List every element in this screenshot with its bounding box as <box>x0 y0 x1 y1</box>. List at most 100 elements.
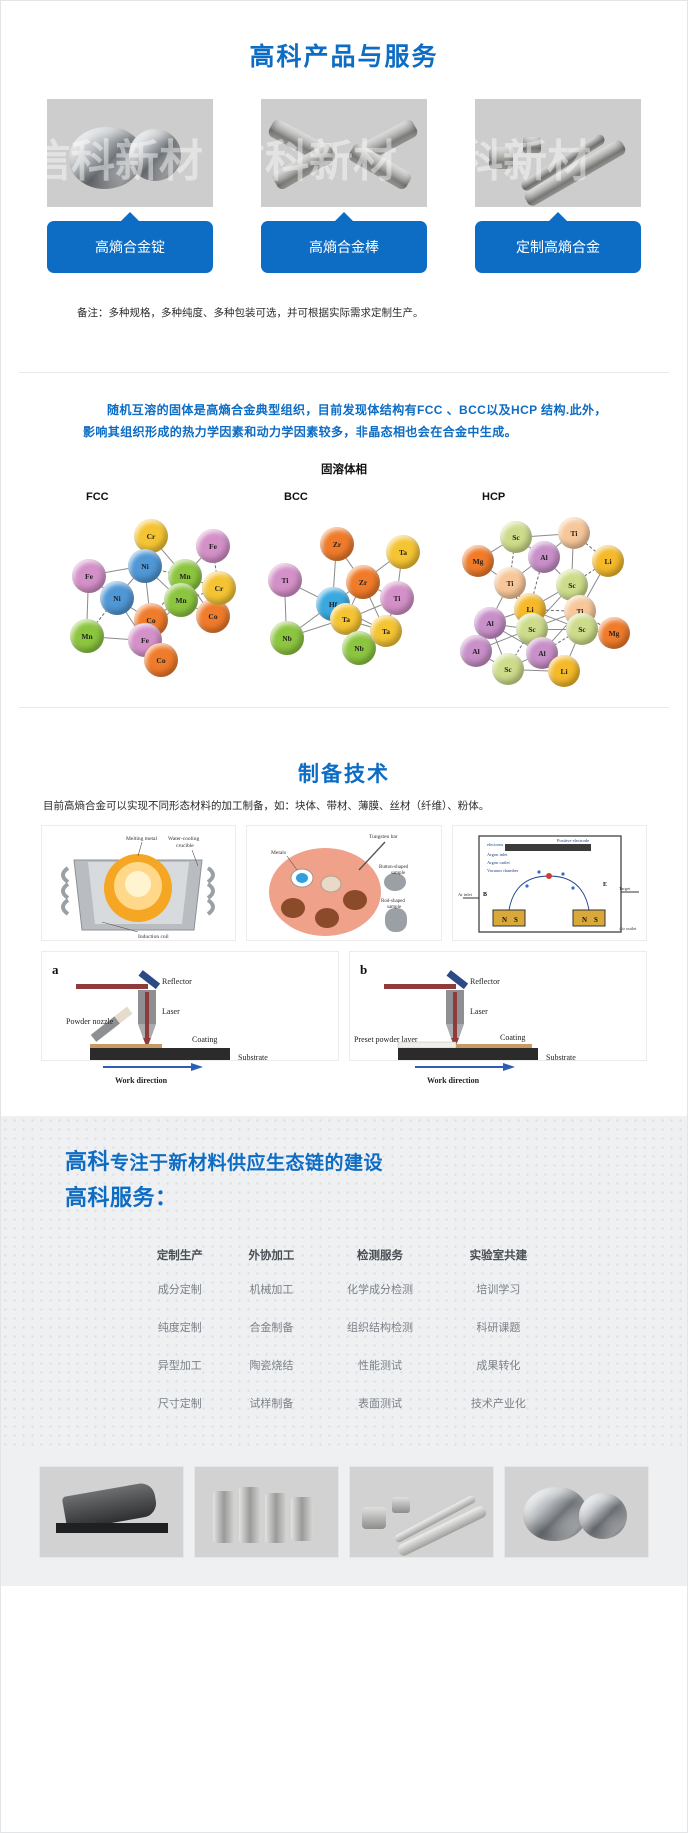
lattice-atom: Sc <box>500 521 532 553</box>
svg-text:Coating: Coating <box>500 1033 525 1042</box>
lattice-atom: Cr <box>202 571 236 605</box>
lattice-atom: Al <box>460 635 492 667</box>
structure-section: 随机互溶的固体是高熵合金典型组织，目前发现体结构有FCC 、BCC以及HCP 结… <box>1 399 687 687</box>
lattice-atom: Co <box>196 599 230 633</box>
lattice-atom: Ta <box>330 603 362 635</box>
svg-text:S: S <box>514 916 518 924</box>
brand-name: 高科 <box>65 1149 111 1174</box>
product-card[interactable]: 信科新材 定制高熵合金 <box>475 99 641 273</box>
product-label[interactable]: 高熵合金棒 <box>261 212 427 273</box>
table-column-header: 检测服务 <box>357 1250 404 1262</box>
service-headline-2: 高科服务： <box>65 1185 178 1210</box>
lattice-atom: Zr <box>320 527 354 561</box>
gallery-row <box>25 1466 663 1558</box>
table-cell: 尺寸定制 <box>157 1398 202 1410</box>
lattice-atom: Zr <box>346 565 380 599</box>
svg-text:Laser: Laser <box>470 1007 488 1016</box>
svg-text:Work direction: Work direction <box>427 1076 480 1085</box>
lattice-atom: Ti <box>380 581 414 615</box>
product-label[interactable]: 高熵合金锭 <box>47 212 213 273</box>
diagram-sputtering-chamber: N S N S electrons Positive electrode <box>451 825 647 941</box>
gallery-item[interactable] <box>194 1466 339 1558</box>
svg-text:Target: Target <box>619 886 631 891</box>
lattice-atom: Mn <box>164 583 198 617</box>
table-cell: 试样制备 <box>249 1398 294 1410</box>
page-title: 高科产品与服务 <box>249 43 439 71</box>
lattice-label: HCP <box>482 491 506 503</box>
table-cell: 成果转化 <box>476 1360 521 1372</box>
table-column-header: 定制生产 <box>156 1250 203 1262</box>
svg-text:Reflector: Reflector <box>162 977 192 986</box>
dot-pattern-background <box>1 1116 687 1448</box>
svg-text:N: N <box>582 916 587 924</box>
table-cell: 科研课题 <box>476 1322 521 1334</box>
product-image-rod: 信科新材 <box>261 99 427 207</box>
preparation-desc: 目前高熵合金可以实现不同形态材料的加工制备，如：块体、带材、薄膜、丝材（纤维）、… <box>43 800 490 812</box>
svg-text:Work direction: Work direction <box>115 1076 168 1085</box>
lattice-atom: Ni <box>128 549 162 583</box>
gallery-item[interactable] <box>39 1466 184 1558</box>
svg-text:Metals: Metals <box>271 850 286 856</box>
svg-text:sample: sample <box>391 871 406 876</box>
svg-text:crucible: crucible <box>176 843 194 849</box>
lattice-atom: Sc <box>566 613 598 645</box>
gallery-item[interactable] <box>504 1466 649 1558</box>
table-cell: 性能测试 <box>358 1360 403 1372</box>
lattice-atom: Cr <box>134 519 168 553</box>
table-column-header: 外协加工 <box>248 1250 295 1262</box>
product-image-ingot: 信科新材 <box>47 99 213 207</box>
svg-text:S: S <box>594 916 598 924</box>
svg-text:Rod-shaped: Rod-shaped <box>381 899 405 904</box>
lattice-atom: Ti <box>494 567 526 599</box>
lattice-atom: Mn <box>70 619 104 653</box>
preparation-title: 制备技术 <box>298 763 390 786</box>
table-row: 成分定制 机械加工 化学成分检测 培训学习 <box>134 1270 554 1308</box>
lattice-atom: Nb <box>270 621 304 655</box>
svg-text:sample: sample <box>387 905 402 910</box>
product-card-row: 信科新材 高熵合金锭 信科新材 高熵合金棒 <box>25 99 663 273</box>
svg-text:Reflector: Reflector <box>470 977 500 986</box>
diagram-induction-furnace: Melting metal Water-cooling crucible Ind… <box>41 825 237 941</box>
products-section: 高科产品与服务 信科新材 高熵合金锭 信科新材 高熵合金棒 <box>1 1 687 346</box>
lattice-atom: Li <box>592 545 624 577</box>
diagram-arc-melting: Metals Tungsten bar Button-shaped sample… <box>246 825 442 941</box>
diagram-laser-cladding-b: b Reflector Laser Preset powder layer Co… <box>349 951 647 1061</box>
svg-text:E: E <box>603 882 607 888</box>
svg-text:Water-cooling: Water-cooling <box>168 836 199 842</box>
table-header-row: 定制生产 外协加工 检测服务 实验室共建 <box>134 1240 554 1270</box>
lattice-bond <box>532 629 582 630</box>
lattice-atom: Al <box>474 607 506 639</box>
lattice-atom: Li <box>548 655 580 687</box>
lattice-atom: Al <box>528 541 560 573</box>
structure-subtitle: 固溶体相 <box>321 464 367 476</box>
table-row: 纯度定制 合金制备 组织结构检测 科研课题 <box>134 1308 554 1346</box>
service-headline: 高科专注于新材料供应生态链的建设 <box>25 1144 663 1176</box>
svg-text:Argon outlet: Argon outlet <box>487 860 511 865</box>
work-direction-row: Work direction Work direction <box>25 1061 663 1092</box>
svg-text:b: b <box>360 962 367 977</box>
lattice-atom: Fe <box>196 529 230 563</box>
divider <box>19 372 669 373</box>
gallery-item[interactable] <box>349 1466 494 1558</box>
service-section: 高科专注于新材料供应生态链的建设 高科服务： 定制生产 外协加工 检测服务 实验… <box>1 1116 687 1448</box>
service-headline-rest: 专注于新材料供应生态链的建设 <box>110 1153 384 1174</box>
lattice-atom: Ta <box>386 535 420 569</box>
preparation-diagram-row-2: a Reflector Laser Powder nozzle <box>25 941 663 1061</box>
product-label[interactable]: 定制高熵合金 <box>475 212 641 273</box>
product-card[interactable]: 信科新材 高熵合金锭 <box>47 99 213 273</box>
table-cell: 合金制备 <box>249 1322 294 1334</box>
table-cell: 培训学习 <box>476 1284 521 1296</box>
product-card[interactable]: 信科新材 高熵合金棒 <box>261 99 427 273</box>
svg-text:Preset powder layer: Preset powder layer <box>354 1035 418 1044</box>
table-row: 异型加工 陶瓷烧结 性能测试 成果转化 <box>134 1346 554 1384</box>
table-cell: 技术产业化 <box>470 1398 526 1410</box>
svg-text:Tungsten bar: Tungsten bar <box>369 834 398 840</box>
table-cell: 组织结构检测 <box>347 1322 414 1334</box>
lattice-atom: Fe <box>72 559 106 593</box>
svg-text:Positive electrode: Positive electrode <box>557 838 589 843</box>
